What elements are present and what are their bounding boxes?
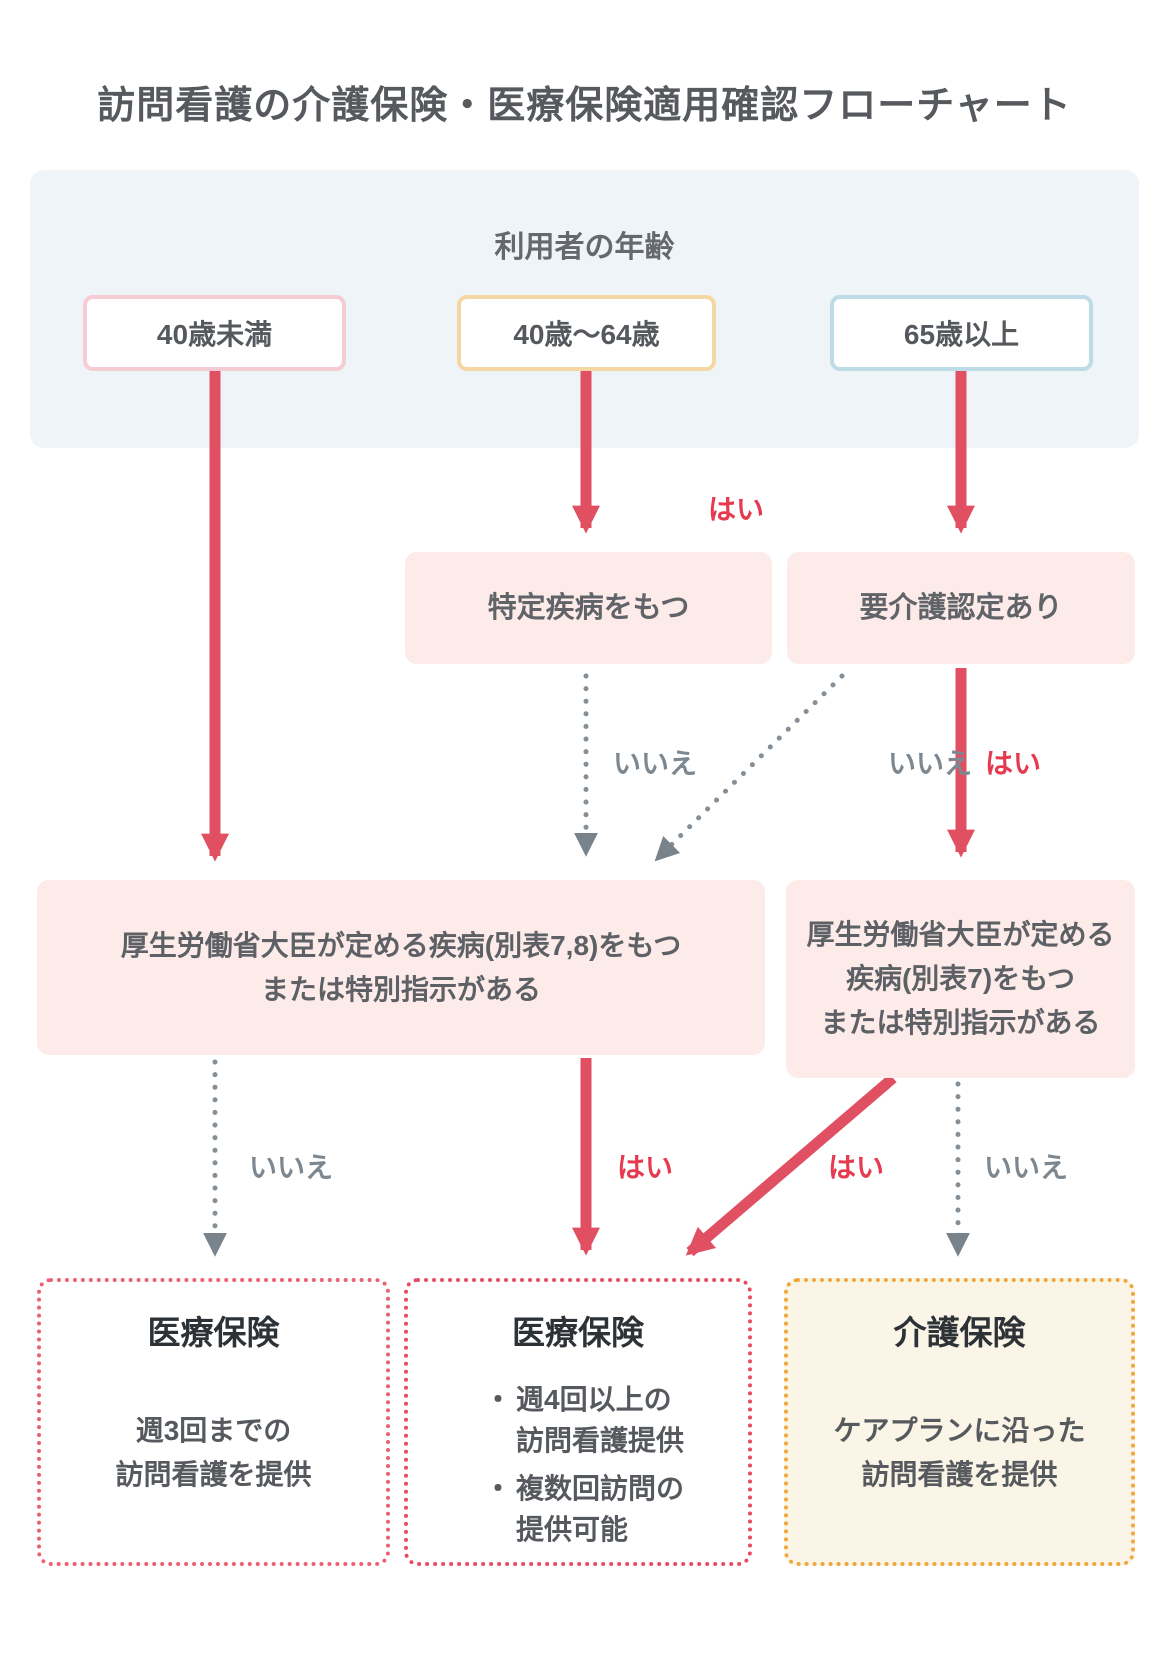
decision-box-care-certified: 要介護認定あり	[787, 552, 1135, 664]
age-option-under-40: 40歳未満	[83, 295, 346, 371]
bullet-char: ・	[484, 1384, 513, 1415]
page-title: 訪問看護の介護保険・医療保険適用確認フローチャート	[97, 85, 1072, 127]
label-yes-specified-to-certified: はい	[707, 494, 765, 525]
age-option-40-to-64: 40歳〜64歳	[457, 295, 716, 371]
bullet-item: ・ 複数回訪問の 提供可能	[484, 1468, 748, 1550]
age-panel-heading: 利用者の年齢	[494, 231, 675, 264]
age-option-65-plus-label: 65歳以上	[903, 319, 1020, 350]
age-option-65-plus: 65歳以上	[830, 295, 1093, 371]
outcome-box-medical-insurance-1: 医療保険 週3回までの 訪問看護を提供	[37, 1278, 390, 1566]
outcome-medical-1-title: 医療保険	[147, 1314, 280, 1351]
label-no-certified: いいえ	[887, 748, 973, 779]
decision-box-mhlw-disease-7-8: 厚生労働省大臣が定める疾病(別表7,8)をもつ または特別指示がある	[37, 880, 765, 1055]
decision-box-mhlw-disease-7: 厚生労働省大臣が定める 疾病(別表7)をもつ または特別指示がある	[786, 880, 1135, 1078]
label-yes-mhlw78: はい	[616, 1152, 674, 1183]
outcome-kaigo-title: 介護保険	[893, 1314, 1026, 1351]
outcome-kaigo-body: ケアプランに沿った 訪問看護を提供	[833, 1415, 1086, 1490]
outcome-medical-2-title: 医療保険	[512, 1314, 644, 1351]
outcome-box-medical-insurance-2: 医療保険 ・ 週4回以上の 訪問看護提供 ・ 複数回訪問の 提供可能	[404, 1278, 752, 1566]
label-yes-certified: はい	[984, 748, 1042, 779]
bullet-char: ・	[484, 1473, 513, 1504]
outcome-medical-1-body: 週3回までの 訪問看護を提供	[115, 1415, 312, 1490]
outcome-box-kaigo-insurance: 介護保険 ケアプランに沿った 訪問看護を提供	[784, 1278, 1135, 1566]
bullet-text: 複数回訪問の 提供可能	[516, 1473, 685, 1545]
decision-box-specified-disease: 特定疾病をもつ	[405, 552, 772, 664]
label-no-specified: いいえ	[612, 748, 698, 779]
label-no-mhlw7: いいえ	[983, 1152, 1069, 1183]
label-no-mhlw78-left: いいえ	[248, 1152, 334, 1183]
age-option-40-to-64-label: 40歳〜64歳	[513, 319, 660, 350]
bullet-item: ・ 週4回以上の 訪問看護提供	[484, 1379, 748, 1461]
bullet-text: 週4回以上の 訪問看護提供	[516, 1384, 685, 1456]
outcome-medical-2-bullet-list: ・ 週4回以上の 訪問看護提供 ・ 複数回訪問の 提供可能	[408, 1379, 748, 1557]
label-yes-mhlw7: はい	[827, 1152, 885, 1183]
age-option-under-40-label: 40歳未満	[156, 319, 273, 350]
